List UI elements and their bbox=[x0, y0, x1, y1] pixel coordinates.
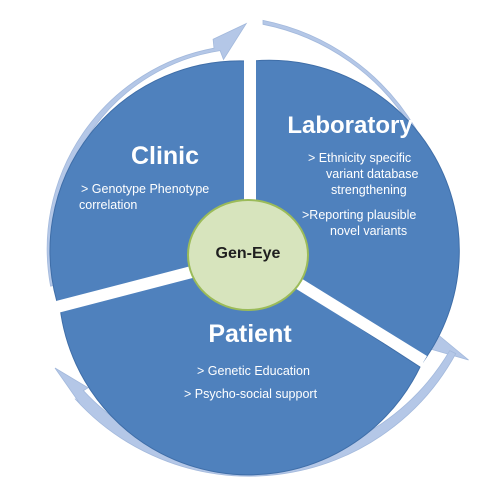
patient-bullet-1: > Genetic Education bbox=[197, 364, 310, 378]
laboratory-bullet-1: > Ethnicity specific bbox=[308, 151, 412, 165]
segment-patient bbox=[59, 256, 421, 476]
patient-title: Patient bbox=[208, 320, 292, 348]
laboratory-bullet-3: strengthening bbox=[331, 183, 407, 197]
patient-bullet-2: > Psycho-social support bbox=[184, 387, 318, 401]
laboratory-bullet-4: >Reporting plausible bbox=[302, 208, 417, 222]
center-label: Gen-Eye bbox=[215, 245, 281, 262]
clinic-bullet-1: > Genotype Phenotype bbox=[81, 182, 210, 196]
laboratory-bullet-2: variant database bbox=[326, 167, 419, 181]
laboratory-title: Laboratory bbox=[287, 112, 413, 139]
laboratory-bullet-5: novel variants bbox=[330, 224, 408, 238]
center-circle bbox=[187, 199, 309, 311]
clinic-title: Clinic bbox=[130, 142, 200, 170]
clinic-bullet-2: correlation bbox=[79, 198, 138, 212]
cycle-arrow-laboratory-to-patient bbox=[262, 19, 469, 361]
